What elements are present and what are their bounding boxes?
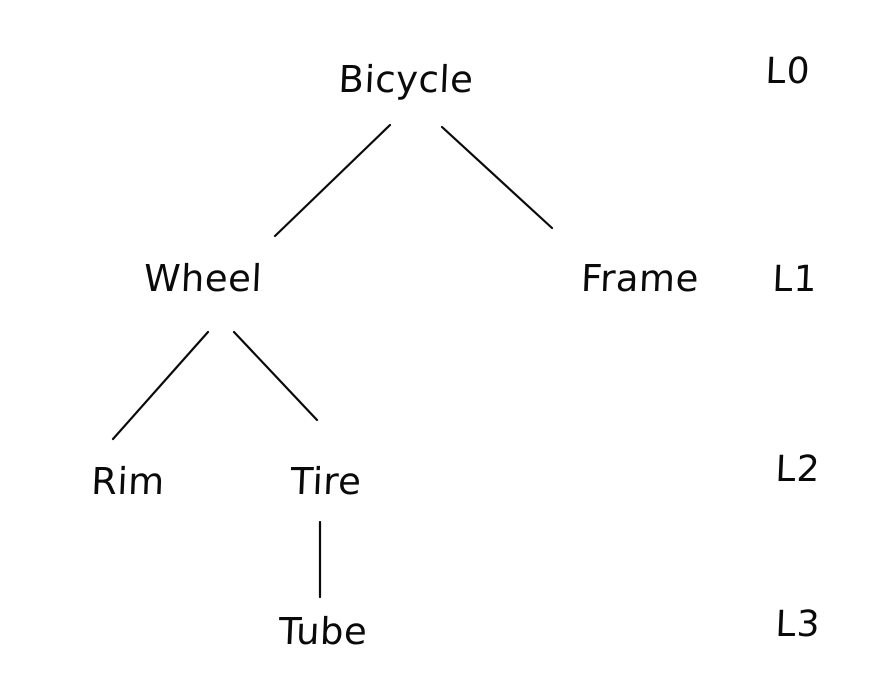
node-rim[interactable]: Rim <box>90 460 166 503</box>
edge-bicycle-wheel <box>273 123 392 238</box>
node-wheel[interactable]: Wheel <box>142 257 264 300</box>
node-bicycle[interactable]: Bicycle <box>337 58 475 101</box>
edge-wheel-rim <box>111 330 210 441</box>
edge-wheel-tire <box>232 330 319 422</box>
level-label-l1: L1 <box>771 259 819 300</box>
level-label-l2: L2 <box>774 449 822 490</box>
node-tube[interactable]: Tube <box>277 610 369 653</box>
level-label-l3: L3 <box>774 604 822 645</box>
node-frame[interactable]: Frame <box>580 257 700 300</box>
node-tire[interactable]: Tire <box>289 460 363 503</box>
level-label-l0: L0 <box>764 51 812 92</box>
edge-bicycle-frame <box>440 125 554 230</box>
